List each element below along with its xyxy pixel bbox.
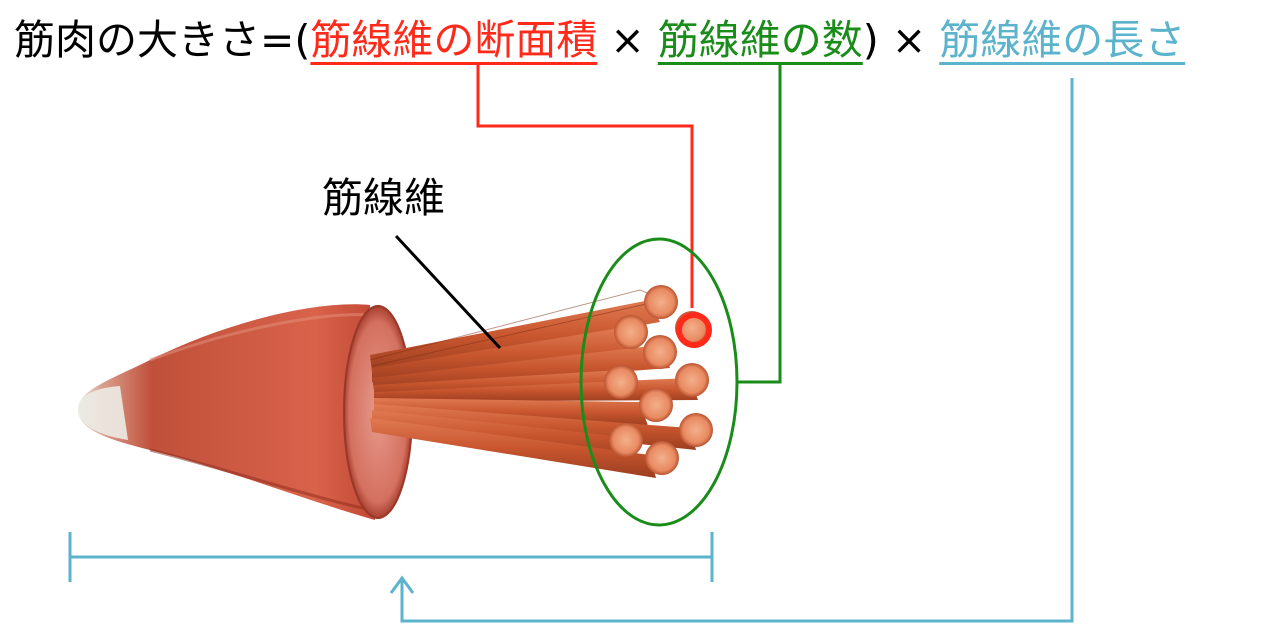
formula-times-1: × [597, 16, 658, 64]
formula: 筋肉の大きさ=(筋線維の断面積 × 筋線維の数) × 筋線維の長さ [14, 8, 1185, 72]
fiber-bundle-marker [579, 237, 739, 527]
length-arrow-head [389, 575, 415, 594]
single-fiber-marker [676, 312, 712, 348]
muscle-body [78, 304, 375, 520]
fiber-count-connector [736, 62, 782, 384]
fiber-label-pointer [394, 234, 502, 350]
length-bracket [68, 532, 714, 582]
formula-cross-section: 筋線維の断面積 [310, 16, 598, 64]
formula-fiber-length: 筋線維の長さ [939, 16, 1186, 64]
formula-close-paren: ) [862, 16, 879, 64]
formula-fiber-count: 筋線維の数 [657, 16, 863, 64]
fiber-length-connector [400, 78, 1074, 623]
formula-times-2: × [878, 16, 940, 64]
cross-section-connector [476, 62, 694, 308]
formula-prefix: 筋肉の大きさ=( [14, 16, 311, 64]
fiber-label: 筋線維 [322, 174, 445, 222]
